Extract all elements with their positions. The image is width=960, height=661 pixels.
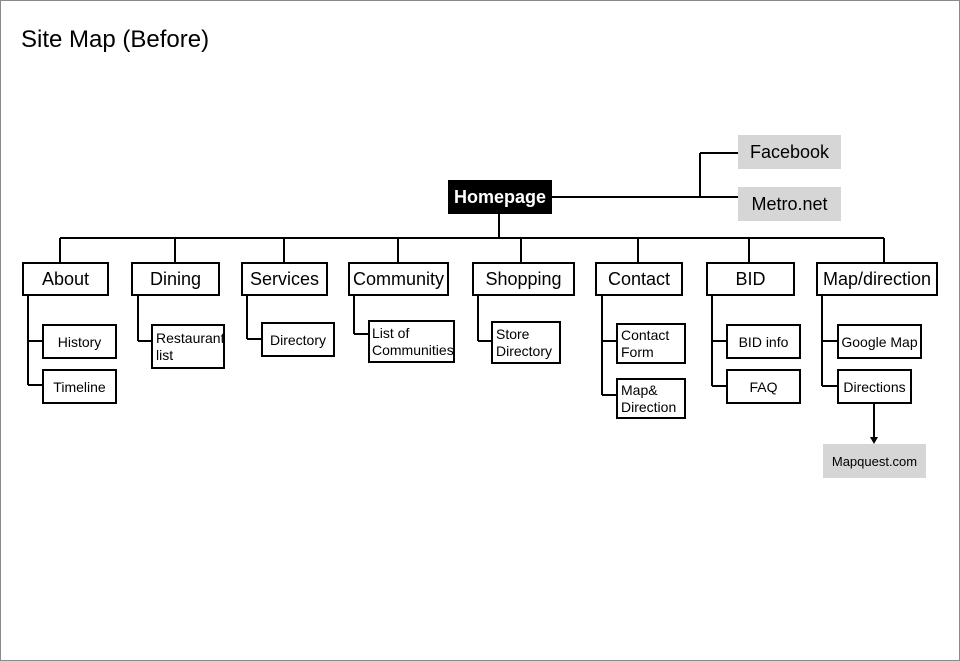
diagram-title: Site Map (Before) xyxy=(21,26,210,53)
mapquest-node[interactable]: Mapquest.com xyxy=(823,444,926,478)
page-bid-info[interactable]: BID info xyxy=(726,324,801,359)
section-community[interactable]: Community xyxy=(348,262,449,296)
page-restaurant-list[interactable]: Restaurant list xyxy=(151,324,225,369)
section-about[interactable]: About xyxy=(22,262,109,296)
page-directions[interactable]: Directions xyxy=(837,369,912,404)
section-contact[interactable]: Contact xyxy=(595,262,683,296)
section-dining[interactable]: Dining xyxy=(131,262,220,296)
facebook-node[interactable]: Facebook xyxy=(738,135,841,169)
page-contact-form[interactable]: Contact Form xyxy=(616,323,686,364)
section-map-direction[interactable]: Map/direction xyxy=(816,262,938,296)
page-store-directory[interactable]: Store Directory xyxy=(491,321,561,364)
page-list-of-communities[interactable]: List of Communities xyxy=(368,320,455,363)
section-shopping[interactable]: Shopping xyxy=(472,262,575,296)
metro-node[interactable]: Metro.net xyxy=(738,187,841,221)
page-directory[interactable]: Directory xyxy=(261,322,335,357)
page-history[interactable]: History xyxy=(42,324,117,359)
section-services[interactable]: Services xyxy=(241,262,328,296)
page-map-direction[interactable]: Map& Direction xyxy=(616,378,686,419)
page-timeline[interactable]: Timeline xyxy=(42,369,117,404)
homepage-node[interactable]: Homepage xyxy=(448,180,552,214)
arrowhead-icon xyxy=(870,437,878,444)
page-faq[interactable]: FAQ xyxy=(726,369,801,404)
section-bid[interactable]: BID xyxy=(706,262,795,296)
page-google-map[interactable]: Google Map xyxy=(837,324,922,359)
